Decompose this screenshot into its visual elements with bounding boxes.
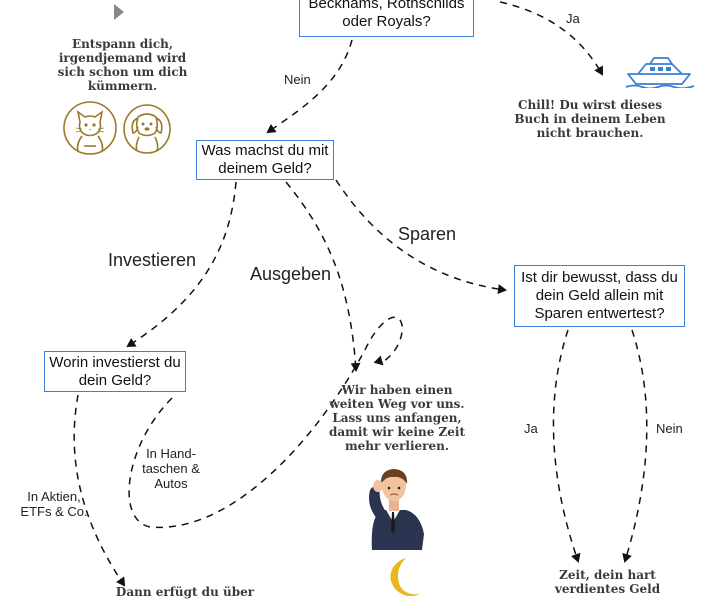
label-ausgeben: Ausgeben xyxy=(250,264,332,284)
box-aware-question: Ist dir bewusst, dass du dein Geld allei… xyxy=(514,265,685,327)
arrow-investieren xyxy=(126,181,237,348)
person-icon xyxy=(369,469,424,550)
box-money-question: Was machst du mit deinem Geld? xyxy=(196,140,334,180)
arrow-nein-top xyxy=(266,39,353,134)
cat-icon xyxy=(63,101,117,155)
note-long-way: Wir haben einen weiten Weg vor uns. Lass… xyxy=(328,383,466,453)
arrow-ausgeben xyxy=(285,181,361,372)
arrow-ja-top xyxy=(499,1,603,76)
arrow-stocks xyxy=(73,394,126,587)
arrow-ja-aware xyxy=(552,329,581,563)
moon-icon xyxy=(390,558,420,596)
arrow-handbags-loop xyxy=(128,316,403,529)
box-invest-where: Worin investierst du dein Geld? xyxy=(44,351,186,392)
note-chill: Chill! Du wirst dieses Buch in deinem Le… xyxy=(514,98,666,140)
label-nein-aware: Nein xyxy=(656,421,683,436)
note-bottom-cut: Dann erfügt du über xyxy=(115,585,255,599)
label-sparen: Sparen xyxy=(398,224,457,244)
label-handbags: In Hand-taschen & Autos xyxy=(142,446,200,491)
label-nein-top: Nein xyxy=(284,72,311,87)
note-relax: Entspann dich, irgendjemand wird sich sc… xyxy=(57,37,188,93)
dog-icon xyxy=(123,104,171,154)
play-arrow-icon xyxy=(114,4,124,20)
arrow-nein-aware xyxy=(622,329,648,563)
label-ja-top: Ja xyxy=(566,11,580,26)
label-stocks: In Aktien, ETFs & Co. xyxy=(20,489,88,519)
label-ja-aware: Ja xyxy=(524,421,538,436)
box-beckhams-question: Beckhams, Rothschilds oder Royals? xyxy=(299,0,474,37)
note-time: Zeit, dein hart verdientes Geld xyxy=(554,568,661,596)
boat-icon xyxy=(625,57,695,88)
label-investieren: Investieren xyxy=(108,250,197,270)
